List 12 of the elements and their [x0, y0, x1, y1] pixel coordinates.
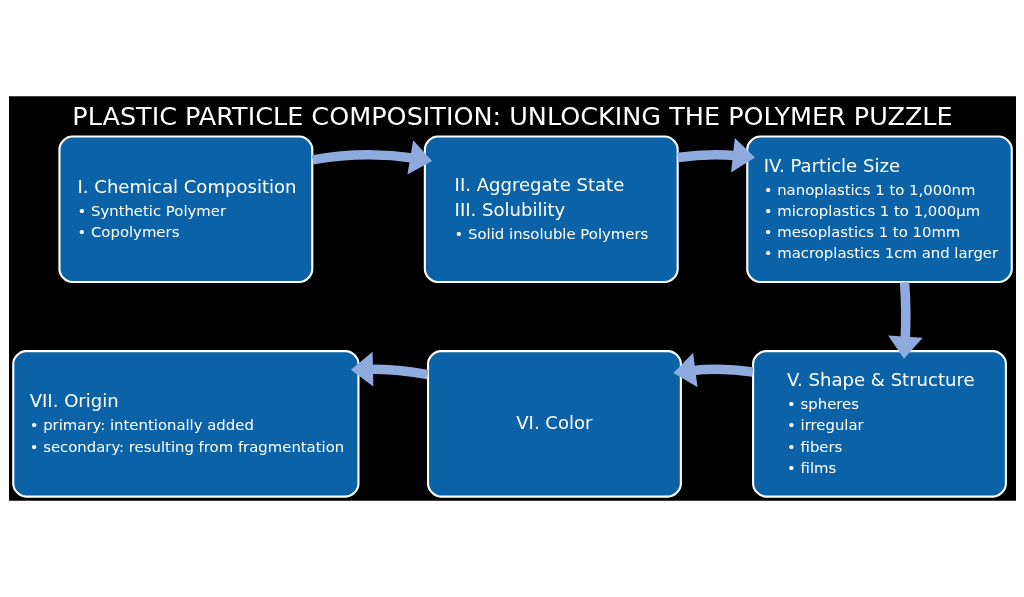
arrow [350, 351, 429, 387]
node-box: IV. Particle Size • nanoplastics 1 to 1,000nm • microplastics 1 to 1,000µm • mesoplastics 1 to 10mm • macroplastics 1cm and larger [745, 135, 1013, 284]
node-box: V. Shape & Structure • spheres • irregular • fibers • films [751, 350, 1007, 498]
node-box: II. Aggregate State III. Solubility • Solid insoluble Polymers [423, 135, 679, 284]
arrow [311, 140, 432, 175]
arrow [672, 352, 753, 388]
diagram-title: PLASTIC PARTICLE COMPOSITION: UNLOCKING THE POLYMER PUZZLE [71, 101, 953, 132]
node-box: VII. Origin • primary: intentionally added • secondary: resulting from fragmentation [11, 350, 360, 498]
node-box: VI. Color [426, 350, 682, 498]
node-box: I. Chemical Composition • Synthetic Polymer • Copolymers [57, 135, 313, 284]
arrow [676, 137, 755, 173]
arrow [887, 281, 923, 359]
